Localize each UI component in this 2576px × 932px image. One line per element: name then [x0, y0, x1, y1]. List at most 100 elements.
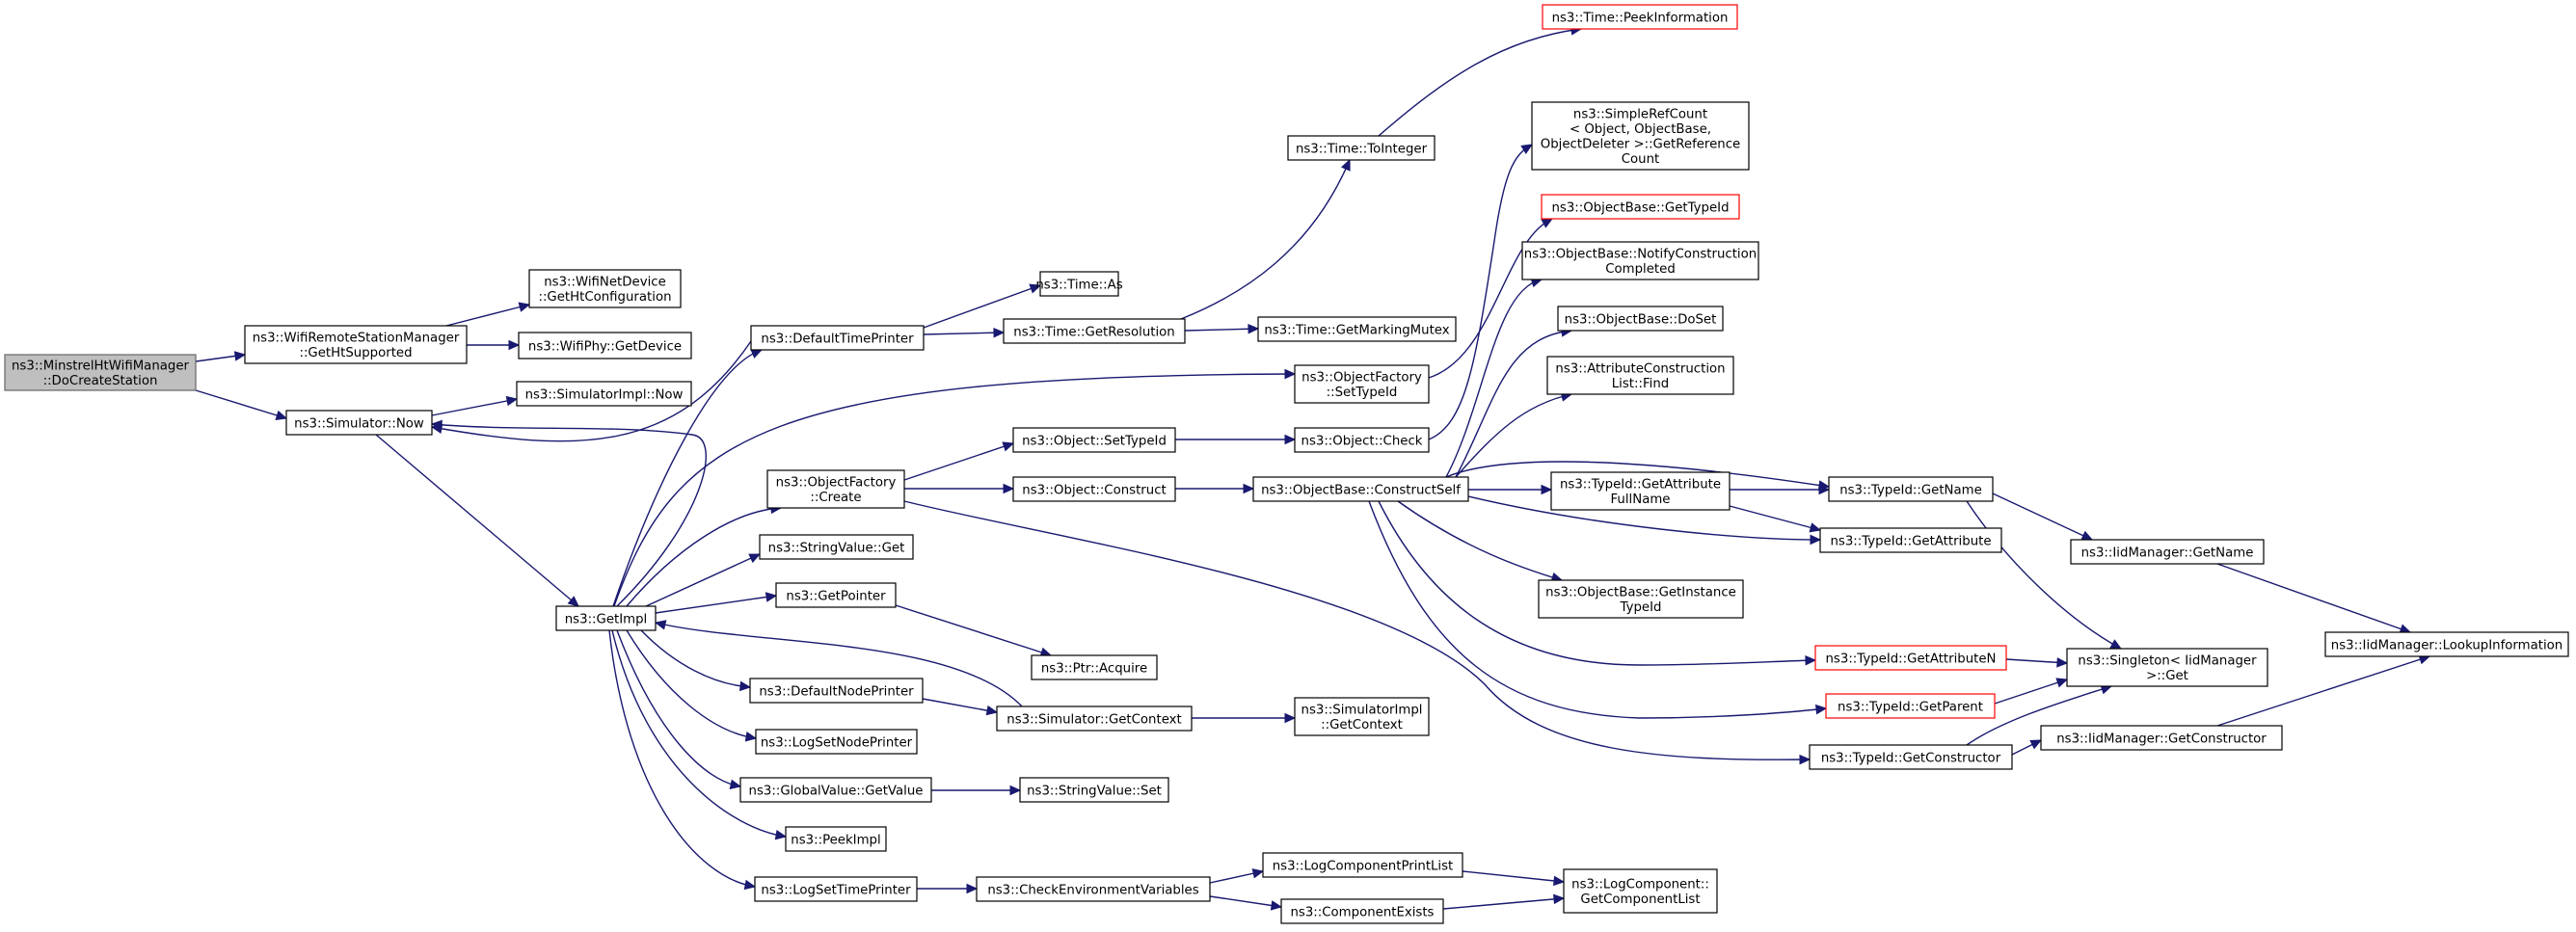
function-node-iidGetConstructor[interactable]: ns3::IidManager::GetConstructor — [2040, 725, 2283, 751]
function-node-singletonGet[interactable]: ns3::Singleton< IidManager>::Get — [2066, 648, 2268, 687]
node-box[interactable] — [1012, 476, 1176, 502]
function-node-objBaseGetTypeId[interactable]: ns3::ObjectBase::GetTypeId — [1541, 194, 1740, 220]
function-node-stringValueGet[interactable]: ns3::StringValue::Get — [759, 534, 914, 560]
function-node-getHtConfig[interactable]: ns3::WifiNetDevice::GetHtConfiguration — [528, 269, 682, 308]
node-box[interactable] — [1294, 427, 1430, 453]
node-box[interactable] — [1538, 579, 1744, 619]
node-box[interactable] — [739, 777, 932, 803]
node-box[interactable] — [1039, 271, 1119, 297]
node-box[interactable] — [1563, 868, 1718, 914]
node-box[interactable] — [1294, 364, 1430, 404]
node-box[interactable] — [1546, 356, 1734, 395]
function-node-defaultNodePrinter[interactable]: ns3::DefaultNodePrinter — [749, 678, 924, 704]
function-node-timeGetResolution[interactable]: ns3::Time::GetResolution — [1003, 318, 1186, 344]
node-box[interactable] — [2070, 539, 2265, 565]
node-box[interactable] — [759, 534, 914, 560]
function-node-typeIdGetName[interactable]: ns3::TypeId::GetName — [1828, 476, 1994, 502]
node-box[interactable] — [996, 706, 1193, 732]
function-node-typeIdGetAttribute[interactable]: ns3::TypeId::GetAttribute — [1819, 527, 2002, 553]
node-box[interactable] — [1825, 693, 1996, 719]
node-box[interactable] — [1262, 852, 1463, 878]
function-node-constructSelf[interactable]: ns3::ObjectBase::ConstructSelf — [1252, 476, 1469, 502]
function-node-timeAs[interactable]: ns3::Time::As — [1035, 271, 1123, 297]
node-box[interactable] — [1819, 527, 2002, 553]
node-box[interactable] — [1531, 101, 1750, 171]
function-node-componentExists[interactable]: ns3::ComponentExists — [1280, 898, 1444, 924]
node-box[interactable] — [1280, 898, 1444, 924]
function-node-objectCheck[interactable]: ns3::Object::Check — [1294, 427, 1430, 453]
node-box[interactable] — [1012, 427, 1176, 453]
function-node-objFactorySetTypeId[interactable]: ns3::ObjectFactory::SetTypeId — [1294, 364, 1430, 404]
function-node-simNow[interactable]: ns3::Simulator::Now — [285, 410, 433, 436]
node-box[interactable] — [1541, 194, 1740, 220]
function-node-checkEnvVars[interactable]: ns3::CheckEnvironmentVariables — [976, 876, 1211, 902]
node-box[interactable] — [516, 381, 692, 407]
node-box[interactable] — [2066, 648, 2268, 687]
node-box[interactable] — [2324, 631, 2569, 657]
function-node-iidLookup[interactable]: ns3::IidManager::LookupInformation — [2324, 631, 2569, 657]
node-box[interactable] — [976, 876, 1211, 902]
node-box[interactable] — [1294, 697, 1430, 736]
node-box[interactable] — [1828, 476, 1994, 502]
function-node-typeIdGetConstructor[interactable]: ns3::TypeId::GetConstructor — [1809, 744, 2013, 770]
function-node-getImpl[interactable]: ns3::GetImpl — [555, 605, 657, 631]
function-node-simpleRefCount[interactable]: ns3::SimpleRefCount< Object, ObjectBase,… — [1531, 101, 1750, 171]
node-box[interactable] — [2040, 725, 2283, 751]
function-node-typeIdGetAttributeN[interactable]: ns3::TypeId::GetAttributeN — [1814, 645, 2007, 671]
function-node-getPointer[interactable]: ns3::GetPointer — [775, 582, 897, 608]
function-node-logComponentPrintList[interactable]: ns3::LogComponentPrintList — [1262, 852, 1463, 878]
function-node-timeToInteger[interactable]: ns3::Time::ToInteger — [1287, 135, 1436, 161]
node-box[interactable] — [775, 582, 897, 608]
function-node-typeIdGetParent[interactable]: ns3::TypeId::GetParent — [1825, 693, 1996, 719]
function-node-simImplNow[interactable]: ns3::SimulatorImpl::Now — [516, 381, 692, 407]
function-node-globalValueGetValue[interactable]: ns3::GlobalValue::GetValue — [739, 777, 932, 803]
function-node-phyGetDevice[interactable]: ns3::WifiPhy::GetDevice — [518, 332, 692, 359]
function-node-ptrAcquire[interactable]: ns3::Ptr::Acquire — [1031, 654, 1158, 680]
function-node-logSetNodePrinter[interactable]: ns3::LogSetNodePrinter — [755, 729, 918, 755]
function-node-logComponentGetList[interactable]: ns3::LogComponent::GetComponentList — [1563, 868, 1718, 914]
function-node-timePeekInformation[interactable]: ns3::Time::PeekInformation — [1542, 4, 1738, 30]
node-box[interactable] — [528, 269, 682, 308]
node-box[interactable] — [1257, 316, 1457, 342]
node-box[interactable] — [1252, 476, 1469, 502]
node-box[interactable] — [1003, 318, 1186, 344]
node-box[interactable] — [1031, 654, 1158, 680]
node-box[interactable] — [285, 410, 433, 436]
node-box[interactable] — [755, 729, 918, 755]
function-node-objFactoryCreate[interactable]: ns3::ObjectFactory::Create — [766, 469, 905, 509]
function-node-simImplGetContext[interactable]: ns3::SimulatorImpl::GetContext — [1294, 697, 1430, 736]
function-node-objectConstruct[interactable]: ns3::Object::Construct — [1012, 476, 1176, 502]
function-node-logSetTimePrinter[interactable]: ns3::LogSetTimePrinter — [754, 876, 918, 902]
function-node-root[interactable]: ns3::MinstrelHtWifiManager::DoCreateStat… — [4, 354, 197, 391]
node-box[interactable] — [754, 876, 918, 902]
node-box[interactable] — [1287, 135, 1436, 161]
function-node-objectSetTypeId[interactable]: ns3::Object::SetTypeId — [1012, 427, 1176, 453]
node-box[interactable] — [749, 678, 924, 704]
node-box[interactable] — [555, 605, 657, 631]
function-node-defaultTimePrinter[interactable]: ns3::DefaultTimePrinter — [750, 325, 925, 351]
node-box[interactable] — [244, 325, 468, 364]
function-node-iidGetName[interactable]: ns3::IidManager::GetName — [2070, 539, 2265, 565]
function-node-notifyConstruction[interactable]: ns3::ObjectBase::NotifyConstructionCompl… — [1521, 241, 1759, 280]
node-box[interactable] — [1814, 645, 2007, 671]
function-node-objBaseDoSet[interactable]: ns3::ObjectBase::DoSet — [1557, 306, 1724, 332]
function-node-timeGetMarkingMutex[interactable]: ns3::Time::GetMarkingMutex — [1257, 316, 1457, 342]
node-box[interactable] — [1550, 471, 1731, 511]
function-node-peekImpl[interactable]: ns3::PeekImpl — [785, 826, 887, 852]
node-box[interactable] — [518, 332, 692, 359]
node-box[interactable] — [785, 826, 887, 852]
node-box[interactable] — [1019, 777, 1169, 803]
node-box[interactable] — [1542, 4, 1738, 30]
node-box[interactable] — [1809, 744, 2013, 770]
node-box[interactable] — [1521, 241, 1759, 280]
function-node-simGetContext[interactable]: ns3::Simulator::GetContext — [996, 706, 1193, 732]
node-box[interactable] — [1557, 306, 1724, 332]
node-box[interactable] — [750, 325, 925, 351]
node-box[interactable] — [766, 469, 905, 509]
node-box[interactable] — [4, 354, 197, 391]
function-node-getHtSupported[interactable]: ns3::WifiRemoteStationManager::GetHtSupp… — [244, 325, 468, 364]
function-node-stringValueSet[interactable]: ns3::StringValue::Set — [1019, 777, 1169, 803]
